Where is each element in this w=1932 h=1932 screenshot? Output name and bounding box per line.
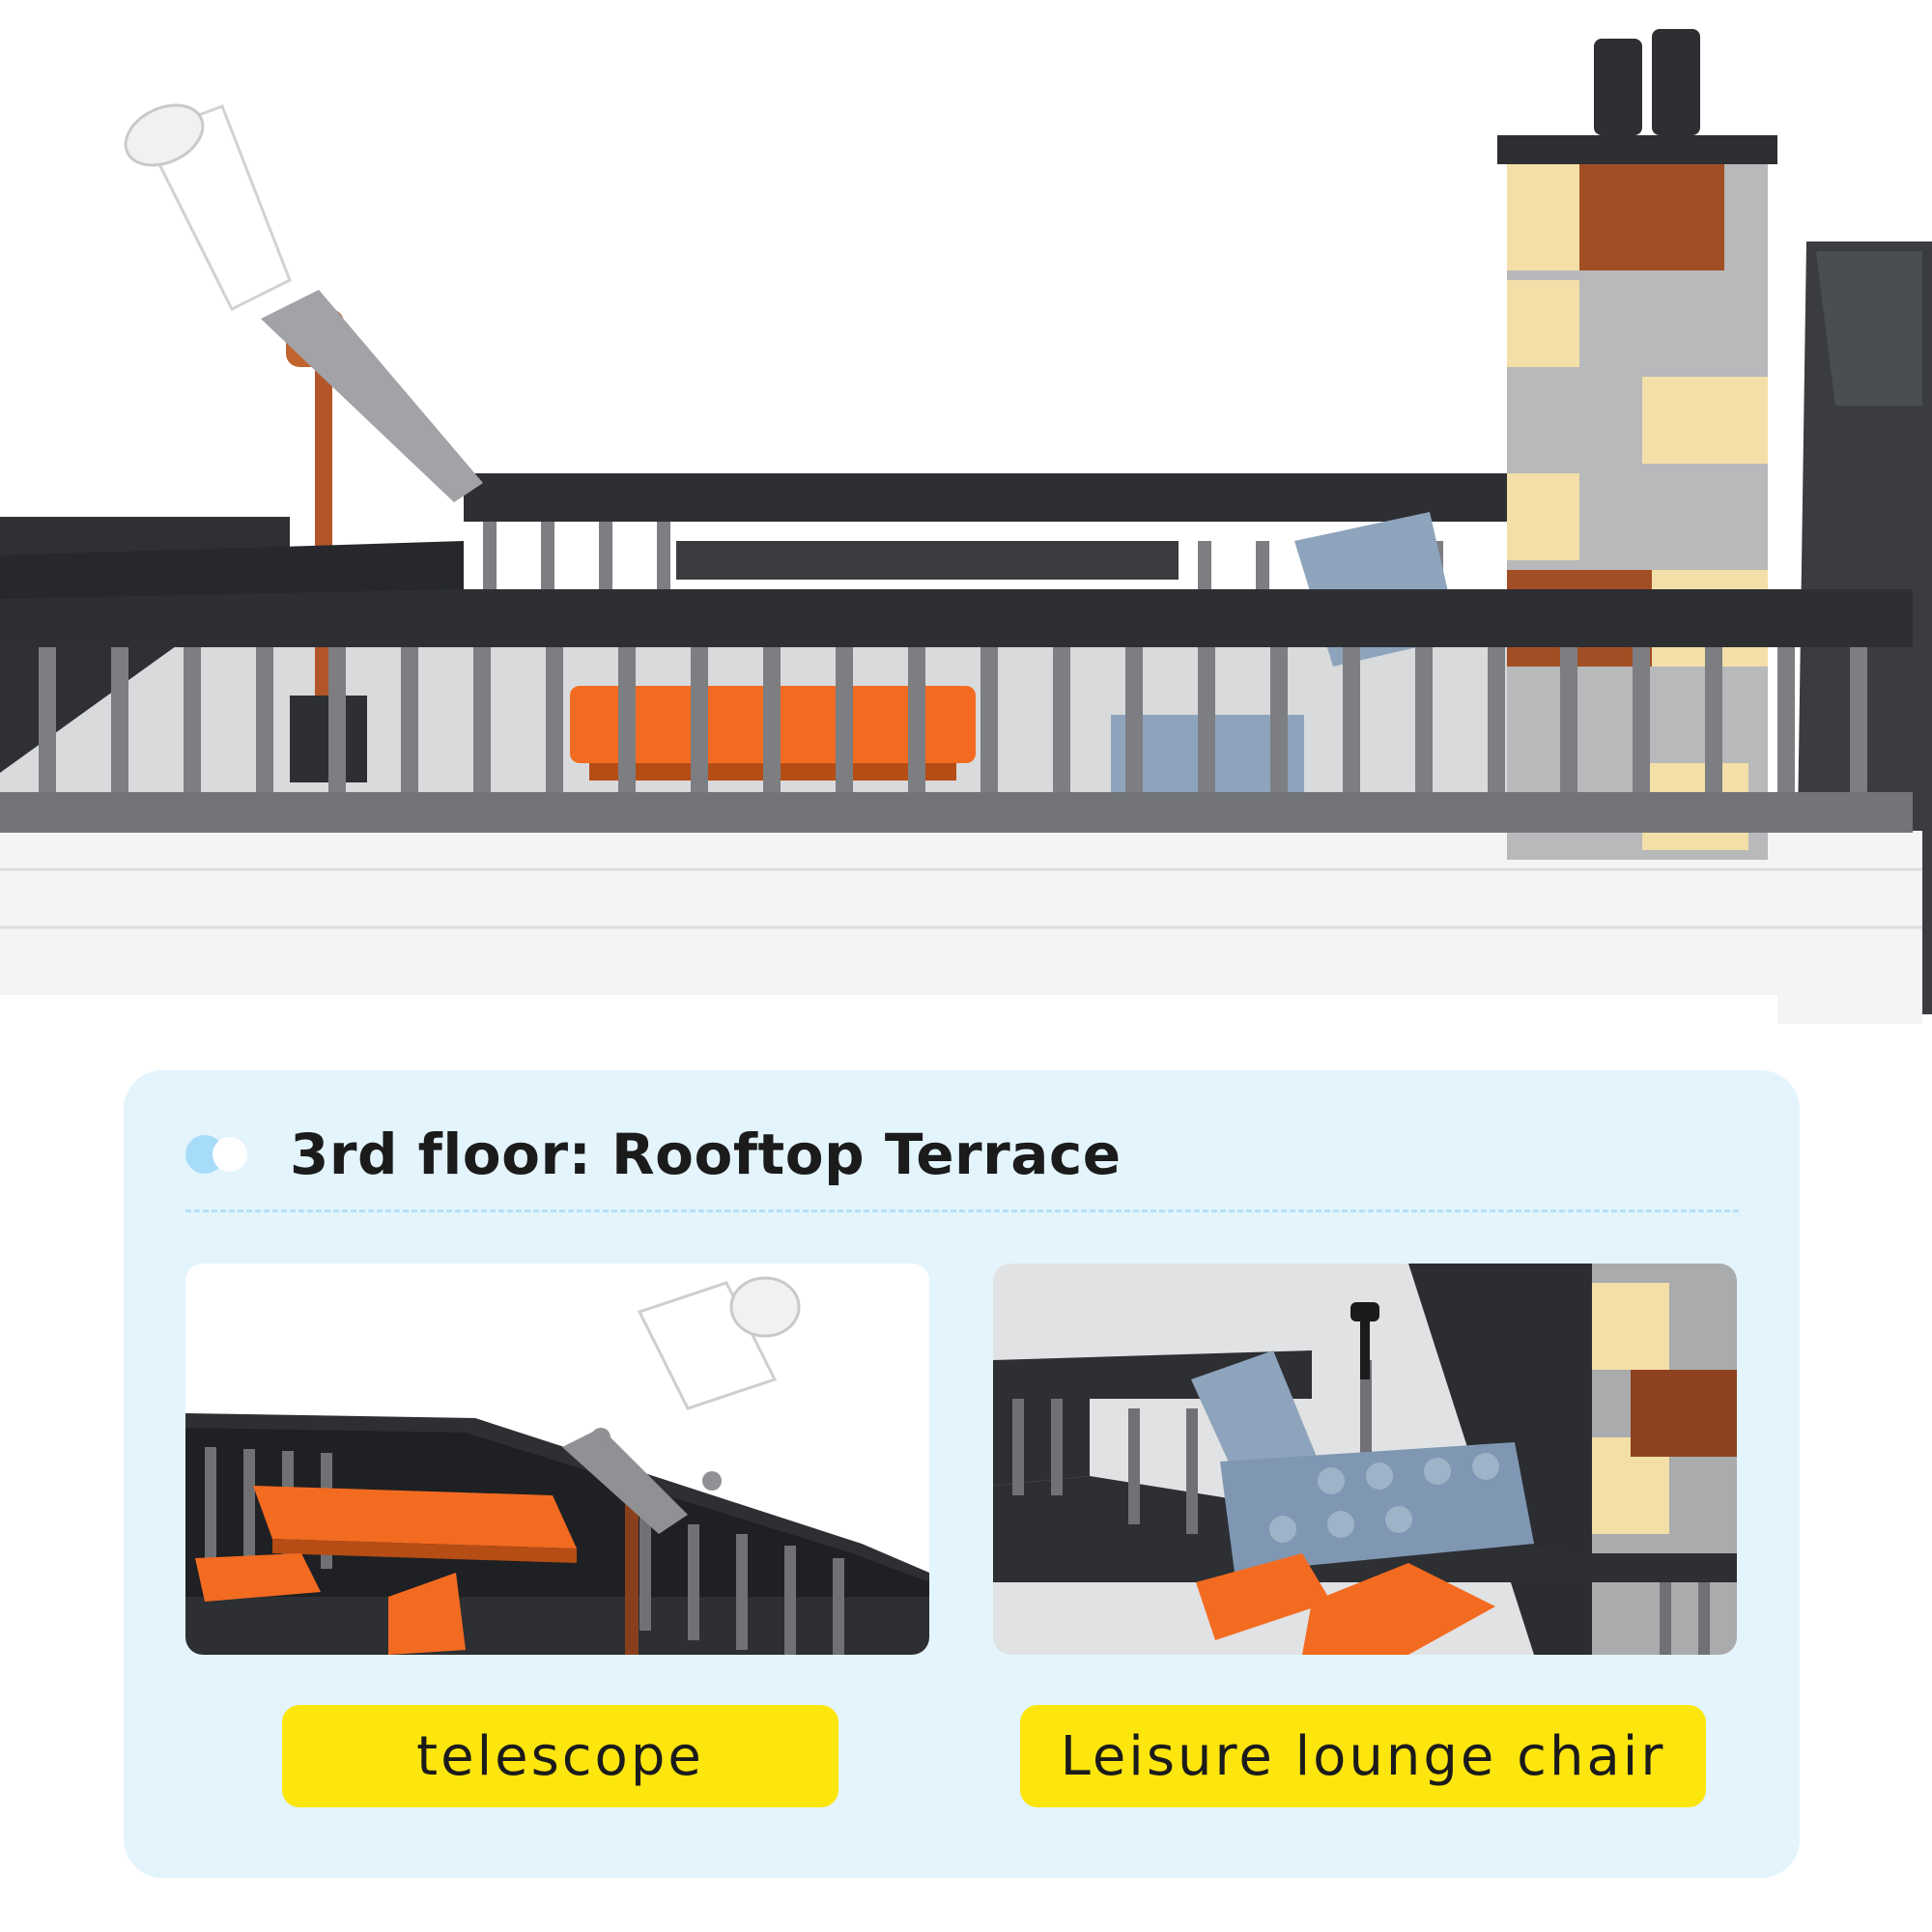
back-railing-top [464, 473, 1536, 522]
telescope-label: telescope [282, 1705, 838, 1807]
telescope-photo [185, 1264, 929, 1655]
telescope-icon [185, 1264, 929, 1655]
railing-base [0, 792, 1913, 833]
roof-panel [1816, 251, 1922, 406]
front-balusters [39, 647, 1867, 792]
section-title: 3rd floor: Rooftop Terrace [290, 1122, 1122, 1187]
lounge-chair-label: Leisure lounge chair [1020, 1705, 1706, 1807]
lounge-chair-icon [993, 1264, 1737, 1655]
telescope-model [124, 103, 483, 782]
toggle-dots-icon [185, 1135, 253, 1174]
feature-panel: 3rd floor: Rooftop Terrace [124, 1070, 1800, 1878]
section-header: 3rd floor: Rooftop Terrace [185, 1111, 1122, 1198]
rooftop-terrace-scene [0, 29, 1932, 1024]
lounge-chair-photo [993, 1264, 1737, 1655]
rooftop-terrace-illustration [0, 29, 1932, 1024]
dashed-divider [185, 1209, 1739, 1212]
inner-railing [676, 541, 1179, 580]
front-railing-top [0, 589, 1913, 647]
